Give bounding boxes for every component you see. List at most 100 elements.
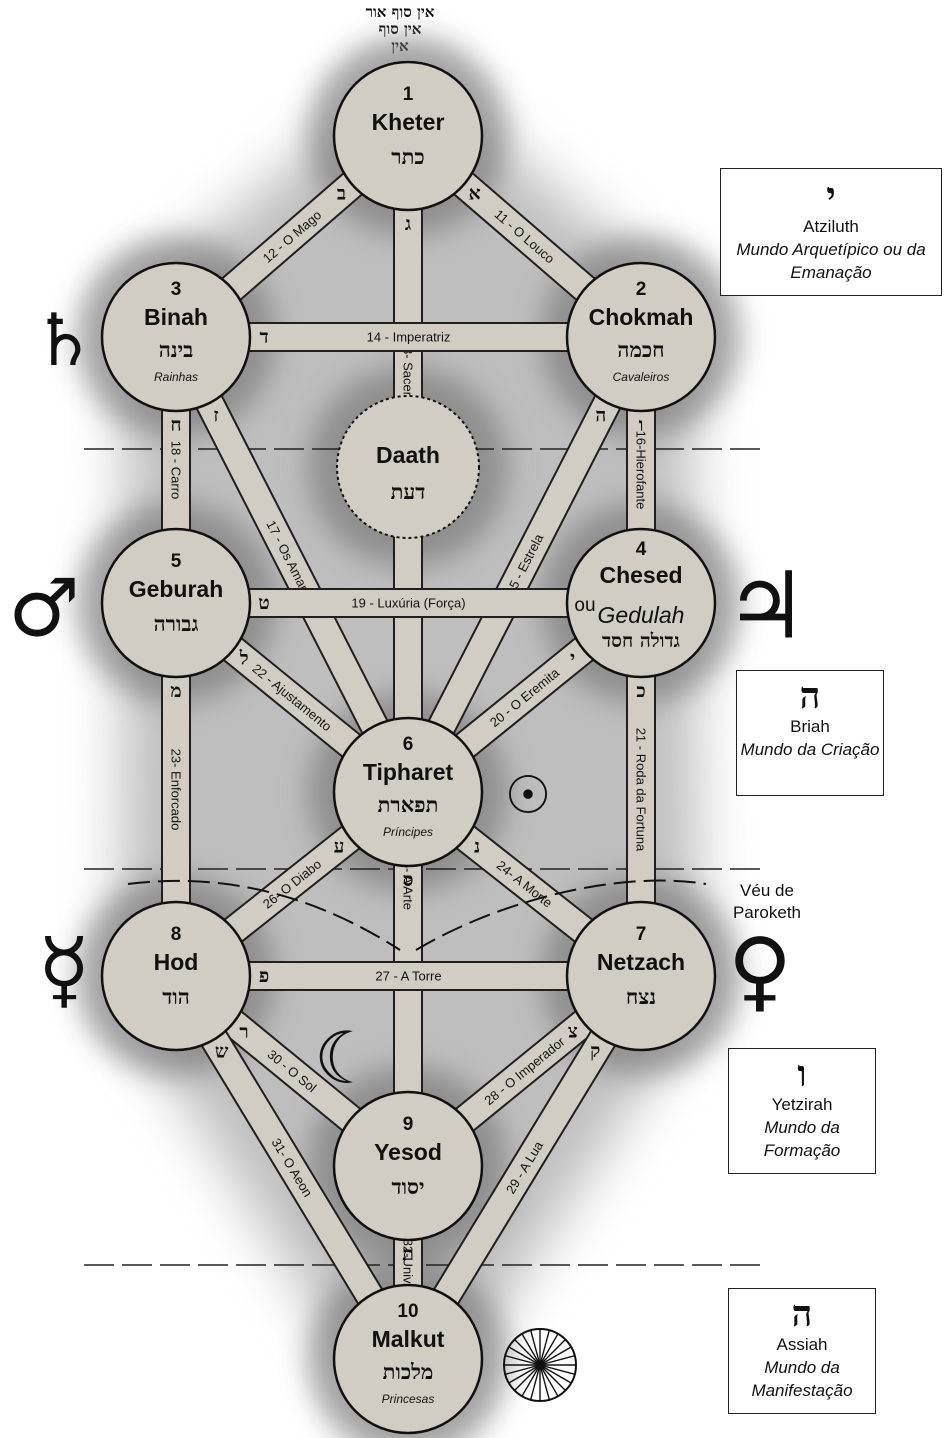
mercury-icon: ☿ bbox=[38, 920, 91, 1020]
path-letter: ה bbox=[595, 404, 606, 426]
path-letter: ב bbox=[337, 183, 346, 205]
sephira-number: 5 bbox=[171, 551, 182, 572]
sephira-number: 6 bbox=[403, 734, 414, 755]
sephira-hebrew: הוד bbox=[162, 984, 190, 1009]
sephira-subtitle: Rainhas bbox=[154, 370, 198, 384]
sephira-hebrew: דעת bbox=[391, 479, 426, 504]
world-box-briah: ה Briah Mundo da Criação bbox=[736, 670, 884, 796]
world-name: Yetzirah bbox=[771, 1095, 833, 1114]
path-letter: ש bbox=[215, 1040, 229, 1062]
path-letter: ע bbox=[334, 836, 345, 858]
sephira-circle bbox=[332, 716, 484, 868]
sephira-hebrew: יסוד bbox=[392, 1174, 425, 1199]
sephira-name: Malkut bbox=[372, 1326, 445, 1352]
wheel-icon bbox=[503, 1328, 577, 1402]
path-label: 21 - Roda da Fortuna bbox=[634, 728, 649, 852]
path-letter: ג bbox=[405, 213, 411, 235]
sephira-name: Binah bbox=[144, 304, 208, 330]
path-letter: ק bbox=[590, 1040, 600, 1062]
path-letter: פ bbox=[259, 965, 269, 987]
sephira-name-alt: Gedulah bbox=[598, 602, 685, 628]
path-bar bbox=[175, 961, 642, 991]
ain-soph-aur: אין סוף אור bbox=[365, 3, 435, 21]
path-label: 18 - Carro bbox=[169, 441, 184, 500]
path-label: 25- A Arte bbox=[401, 854, 416, 910]
sephira-hebrew: בינה bbox=[159, 337, 194, 362]
sephira-circle bbox=[332, 1090, 484, 1242]
sephira-hebrew: גבורה bbox=[154, 611, 199, 636]
world-box-atziluth: י Atziluth Mundo Arquetípico ou da Emana… bbox=[720, 168, 942, 296]
path-label: 23- Enforcado bbox=[169, 749, 184, 831]
sephira-number: 8 bbox=[171, 924, 182, 945]
sephira-number: 4 bbox=[636, 539, 647, 560]
world-letter: י bbox=[826, 175, 836, 217]
sephira-subtitle: Cavaleiros bbox=[613, 370, 670, 384]
path-letter: ל bbox=[239, 648, 249, 670]
sephira-number: 9 bbox=[403, 1114, 414, 1135]
sephira-hebrew: חכמה bbox=[617, 337, 664, 362]
sephira-name: Geburah bbox=[129, 576, 224, 602]
sephira-name: Chokmah bbox=[589, 304, 694, 330]
sephira-hebrew: גדולה חסד bbox=[602, 630, 680, 652]
sephira-number: 10 bbox=[397, 1301, 418, 1322]
sephira-name: Hod bbox=[154, 949, 199, 975]
planet-symbols: ♄♂♃☉☿♀☾ bbox=[8, 298, 807, 1402]
path-letter: צ bbox=[568, 1021, 578, 1043]
sephira-name: Netzach bbox=[597, 949, 685, 975]
world-letter: ה bbox=[791, 1293, 813, 1335]
path-letter: מ bbox=[170, 680, 181, 702]
world-description: Mundo da Manifestação bbox=[751, 1358, 853, 1400]
world-letter: ה bbox=[799, 675, 821, 717]
path-letter: ס bbox=[403, 869, 414, 891]
path-bar bbox=[175, 588, 642, 618]
sephira-number: 7 bbox=[636, 924, 647, 945]
path-p19: 19 - Luxúria (Força)ט bbox=[175, 588, 642, 618]
path-letter: ח bbox=[170, 414, 181, 436]
path-letter: י bbox=[570, 647, 575, 669]
sephira-name: Daath bbox=[376, 442, 440, 468]
sephira-name: Kheter bbox=[372, 109, 445, 135]
sephira-circle bbox=[565, 527, 717, 679]
path-bar bbox=[175, 322, 642, 352]
sephira-circle bbox=[332, 60, 484, 212]
sephira-circle bbox=[565, 900, 717, 1052]
path-letter: ר bbox=[239, 1021, 248, 1043]
sun-icon: ☉ bbox=[505, 766, 552, 826]
world-description: Mundo da Formação bbox=[763, 1118, 841, 1160]
path-label: 16-Hierofante bbox=[634, 431, 649, 510]
sephira-hebrew: מלכות bbox=[383, 1359, 434, 1384]
veil-label: Véu de Paroketh bbox=[732, 881, 802, 922]
jupiter-icon: ♃ bbox=[725, 553, 807, 660]
sephira-subtitle: Princesas bbox=[382, 1392, 435, 1406]
path-letter: ט bbox=[258, 592, 269, 614]
sephira-name: Chesed bbox=[599, 562, 682, 588]
path-letter: ו bbox=[639, 414, 644, 436]
sephira-circle bbox=[336, 395, 480, 539]
sephiroth: 1Kheterכתר2ChokmahחכמהCavaleiros3Binahבי… bbox=[100, 60, 717, 1435]
sephira-number: 2 bbox=[636, 279, 647, 300]
sephira-subtitle: Príncipes bbox=[383, 825, 433, 839]
world-box-yetzirah: ו Yetzirah Mundo da Formação bbox=[728, 1048, 876, 1174]
world-name: Atziluth bbox=[803, 217, 859, 236]
sephira-number: 3 bbox=[171, 279, 182, 300]
world-description: Mundo da Criação bbox=[740, 740, 880, 759]
sephira-name: Yesod bbox=[374, 1139, 442, 1165]
sephira-hebrew: כתר bbox=[391, 144, 424, 169]
ain-soph: אין סוף bbox=[378, 20, 422, 38]
path-letter: ז bbox=[213, 404, 218, 426]
world-description: Mundo Arquetípico ou da Emanação bbox=[736, 240, 926, 282]
sephira-hebrew: נצח bbox=[626, 984, 656, 1009]
path-label: 27 - A Torre bbox=[375, 969, 441, 984]
sephira-daath: Daath דעת bbox=[336, 395, 480, 539]
world-letter: ו bbox=[797, 1053, 807, 1095]
saturn-icon: ♄ bbox=[32, 298, 97, 382]
